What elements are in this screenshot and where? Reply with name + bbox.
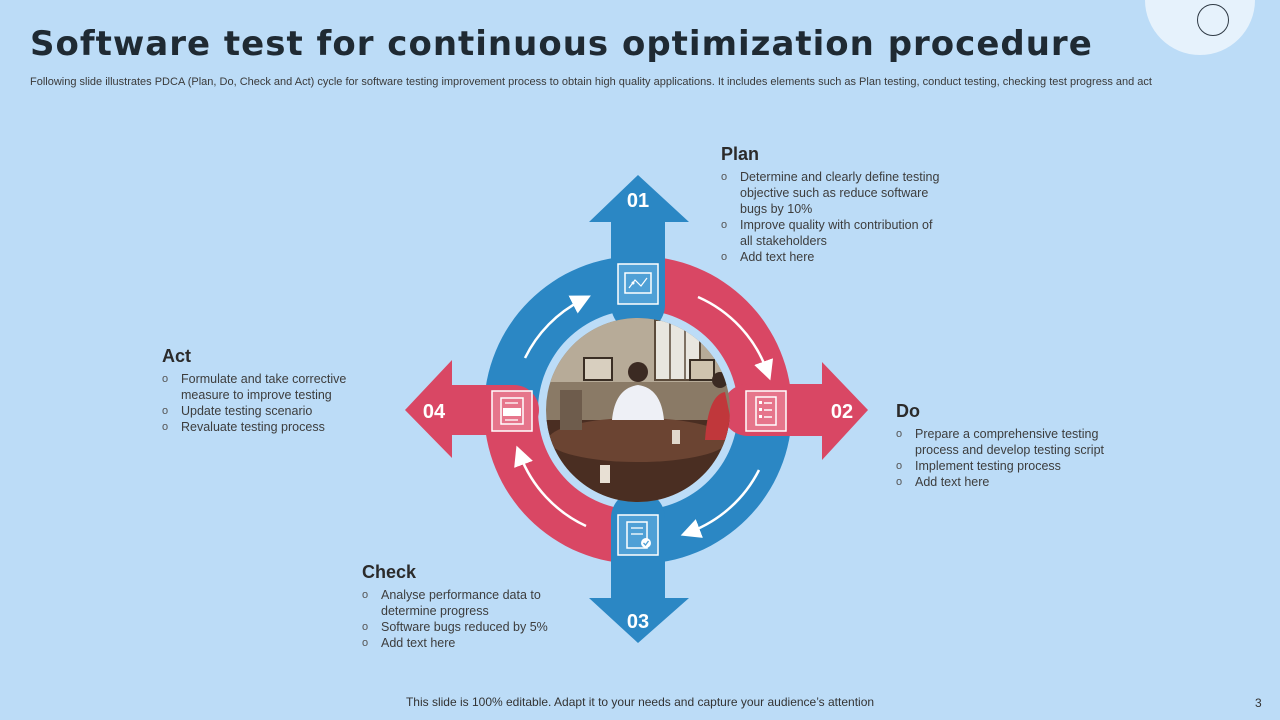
clipboard-check-icon — [617, 514, 659, 556]
arrow-plan — [589, 175, 689, 332]
do-block: Do Prepare a comprehensive testing proce… — [896, 401, 1131, 490]
check-title: Check — [362, 562, 417, 582]
plan-item: Determine and clearly define testing obj… — [721, 169, 941, 217]
act-list: Formulate and take corrective measure to… — [162, 371, 367, 435]
act-document-icon — [491, 390, 533, 432]
check-item: Analyse performance data to determine pr… — [362, 587, 567, 619]
check-item: Add text here — [362, 635, 567, 651]
act-block: Act Formulate and take corrective measur… — [162, 346, 367, 435]
check-list: Analyse performance data to determine pr… — [362, 587, 567, 651]
act-item: Formulate and take corrective measure to… — [162, 371, 367, 403]
ring-segment-do-check — [638, 410, 792, 564]
do-item: Prepare a comprehensive testing process … — [896, 426, 1131, 458]
plan-block: Plan Determine and clearly define testin… — [721, 144, 941, 265]
plan-list: Determine and clearly define testing obj… — [721, 169, 941, 265]
plan-item: Add text here — [721, 249, 941, 265]
act-item: Revaluate testing process — [162, 419, 367, 435]
slide-subtitle: Following slide illustrates PDCA (Plan, … — [30, 76, 1152, 88]
ring-segment-plan-do — [638, 256, 792, 410]
do-list: Prepare a comprehensive testing process … — [896, 426, 1131, 490]
step-number-03: 03 — [627, 611, 649, 633]
step-number-02: 02 — [831, 401, 853, 423]
act-title: Act — [162, 346, 192, 366]
checklist-icon — [745, 390, 787, 432]
page-number: 3 — [1255, 696, 1262, 710]
step-number-01: 01 — [627, 190, 649, 212]
decorative-ring — [1197, 4, 1229, 36]
do-item: Implement testing process — [896, 458, 1131, 474]
flow-arrow-act-plan — [523, 295, 591, 359]
ring-segment-act-plan — [484, 256, 638, 410]
plan-title: Plan — [721, 144, 760, 164]
act-item: Update testing scenario — [162, 403, 367, 419]
flow-arrow-check-act — [514, 445, 587, 528]
flow-arrow-do-check — [680, 469, 761, 538]
slide-footer: This slide is 100% editable. Adapt it to… — [405, 695, 875, 709]
step-number-04: 04 — [423, 401, 446, 423]
flow-arrow-plan-do — [697, 295, 774, 381]
arrow-check — [589, 491, 689, 643]
check-block: Check Analyse performance data to determ… — [362, 562, 567, 651]
arrow-act — [405, 360, 539, 458]
slide-title: Software test for continuous optimizatio… — [30, 24, 1093, 64]
meeting-photo — [546, 318, 730, 502]
plan-item: Improve quality with contribution of all… — [721, 217, 941, 249]
blueprint-icon — [617, 263, 659, 305]
do-item: Add text here — [896, 474, 1131, 490]
do-title: Do — [896, 401, 920, 421]
arrow-do — [722, 362, 868, 460]
check-item: Software bugs reduced by 5% — [362, 619, 567, 635]
